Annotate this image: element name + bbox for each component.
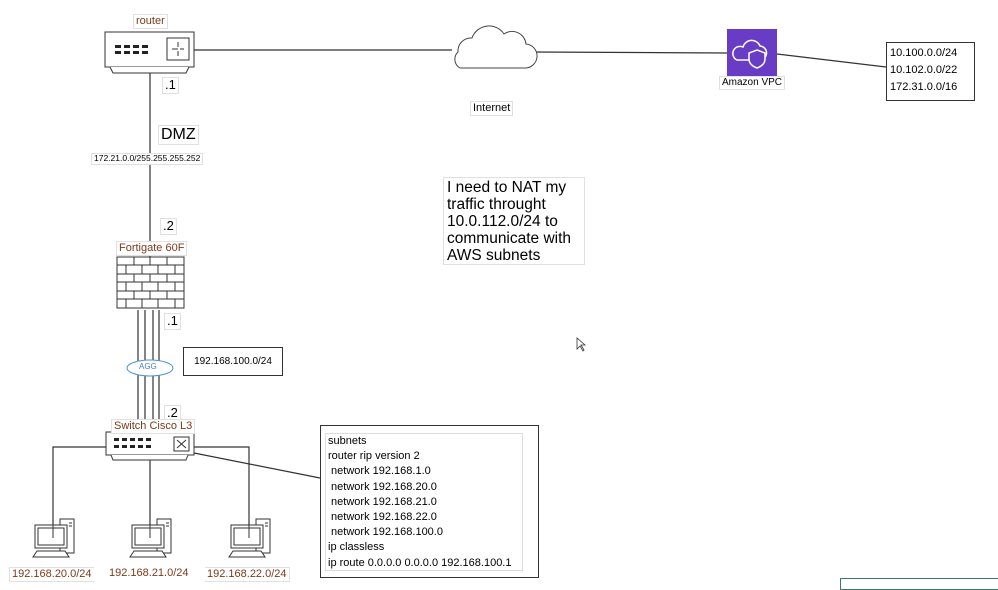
computer-icon[interactable]: [32, 500, 75, 558]
router-port-label: .1: [162, 77, 179, 94]
cloud-icon: [454, 25, 538, 69]
switch-icon[interactable]: [105, 431, 195, 461]
computer-icon[interactable]: [129, 500, 172, 558]
firewall-label: Fortigate 60F: [116, 241, 188, 256]
config-line: network 192.168.1.0: [328, 465, 431, 478]
link-switch-config: [193, 452, 321, 479]
config-line: network 192.168.20.0: [328, 480, 437, 493]
note-text: I need to NAT my traffic throught 10.0.1…: [443, 177, 585, 265]
agg-label: AGG: [139, 362, 157, 371]
config-box: subnets router rip version 2 network 192.…: [320, 425, 539, 578]
agg-network-box: 192.168.100.0/24: [183, 347, 283, 376]
aws-subnet: 10.102.0.0/22: [890, 64, 958, 76]
aws-subnet: 172.31.0.0/16: [890, 81, 958, 93]
firewall-lan-port-label: .1: [164, 313, 181, 330]
router-icon[interactable]: [104, 31, 195, 74]
cursor-icon: [576, 337, 587, 352]
agg-ellipse: [126, 359, 174, 377]
switch-port-label: .2: [164, 405, 181, 422]
config-line: ip route 0.0.0.0 0.0.0.0 192.168.100.1: [328, 556, 512, 569]
config-line: network 192.168.100.0: [328, 526, 443, 539]
amazon-vpc-icon[interactable]: [727, 29, 777, 77]
config-line: network 192.168.22.0: [328, 511, 437, 524]
dmz-label: DMZ: [158, 125, 199, 146]
pc-subnet-label: 192.168.22.0/24: [205, 567, 290, 582]
link-internet-vpc: [532, 51, 728, 54]
config-line: router rip version 2: [328, 450, 420, 463]
config-line: network 192.168.21.0: [328, 495, 437, 508]
aws-subnet: 10.100.0.0/24: [890, 47, 958, 59]
partial-note-box: [840, 578, 998, 590]
firewall-icon[interactable]: [116, 256, 185, 309]
switch-label: Switch Cisco L3: [111, 419, 196, 434]
aws-subnets-box: 10.100.0.0/24 10.102.0.0/22 172.31.0.0/1…: [886, 42, 975, 101]
link-switch-pc1: [52, 446, 106, 530]
link-switch-pc3: [194, 446, 250, 530]
firewall-dmz-port-label: .2: [160, 218, 177, 235]
internet-label: Internet: [470, 101, 514, 116]
dmz-network-label: 172.21.0.0/255.255.255.252: [91, 153, 204, 165]
config-line: ip classless: [328, 541, 385, 554]
pc-subnet-label: 192.168.21.0/24: [107, 567, 191, 580]
amazon-vpc-label: Amazon VPC: [719, 76, 786, 90]
computer-icon[interactable]: [228, 500, 271, 558]
config-line: subnets: [328, 435, 367, 447]
link-vpc-subnets: [776, 53, 887, 68]
router-label: router: [133, 14, 168, 29]
pc-subnet-label: 192.168.20.0/24: [9, 567, 94, 582]
